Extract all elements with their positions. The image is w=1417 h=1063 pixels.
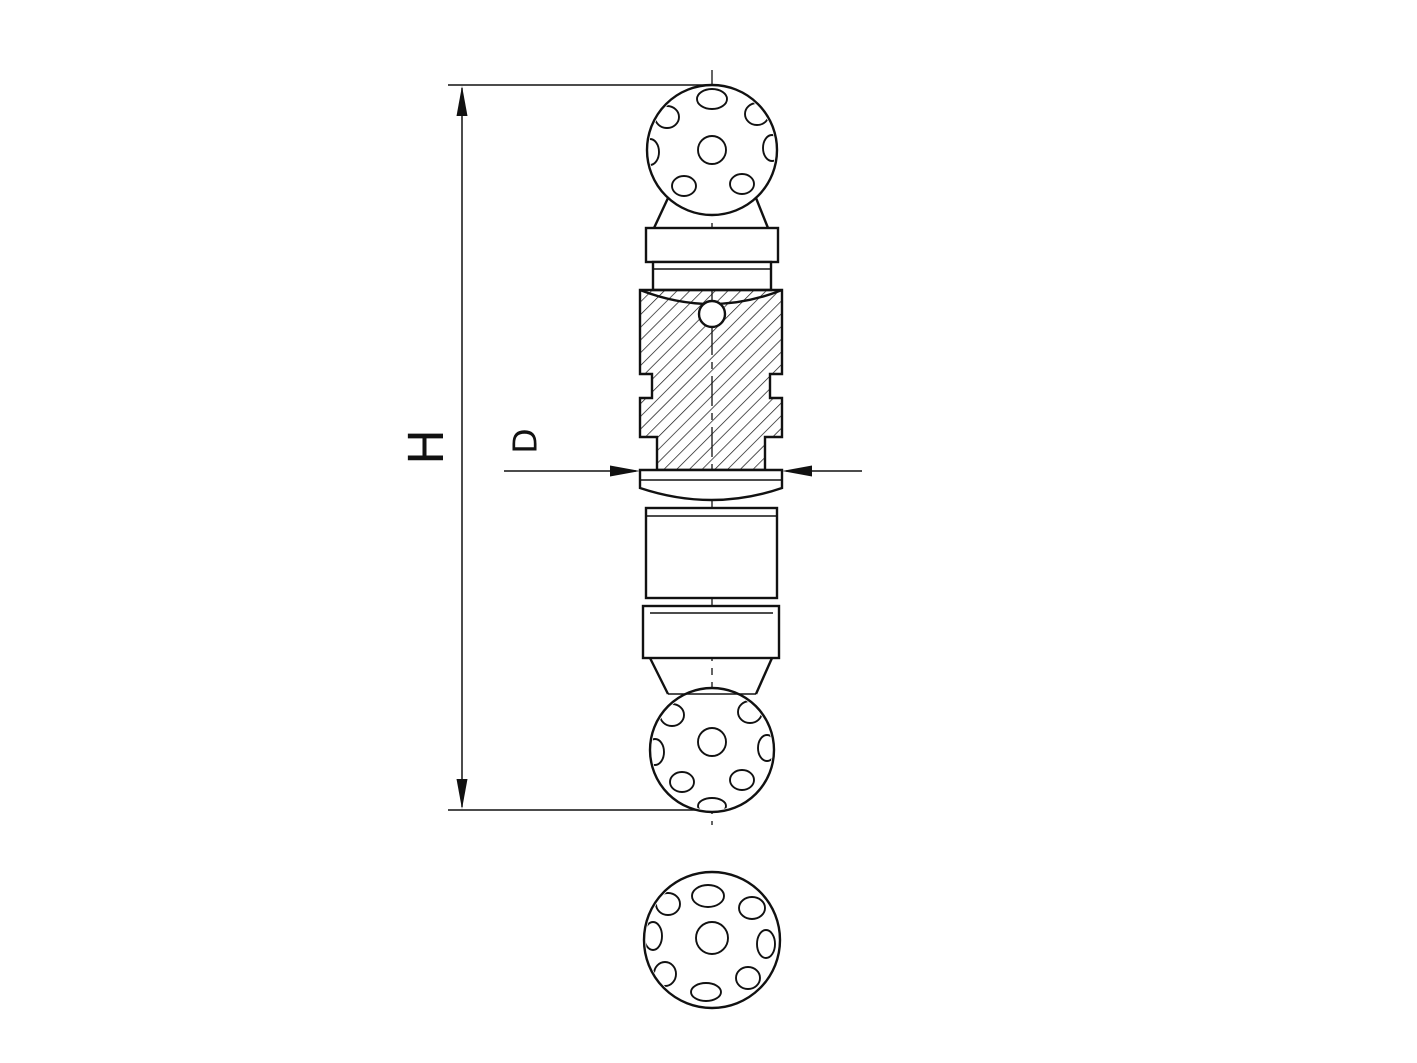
bottom-view-dimples — [646, 884, 776, 1002]
top-ball-knob — [645, 83, 779, 229]
dimple-icon — [669, 771, 695, 793]
dimple-icon — [671, 175, 697, 197]
arrowhead-right-icon — [610, 465, 640, 477]
bottom-view-outline — [642, 870, 782, 1010]
dimple-icon — [690, 982, 722, 1002]
dimple-icon — [762, 134, 775, 162]
dimple-icon — [756, 929, 776, 959]
bottom-neck-taper-right — [754, 657, 774, 695]
arrowhead-down-icon — [456, 779, 468, 809]
arrowhead-left-icon — [782, 465, 812, 477]
diameter-dimension-label: D — [506, 428, 545, 453]
top-neck-taper-left — [652, 197, 670, 229]
lower-body — [641, 506, 781, 695]
dimple-icon — [652, 738, 665, 766]
dimple-icon — [729, 769, 755, 791]
lower-cylinder — [644, 506, 779, 600]
upper-collar-band — [644, 226, 780, 264]
dimple-icon — [691, 884, 725, 908]
arrowhead-up-icon — [456, 86, 468, 116]
upper-collar-step — [651, 260, 773, 292]
detent-ball — [697, 299, 727, 329]
bottom-neck-taper-left — [648, 657, 670, 695]
dimple-icon — [757, 734, 772, 762]
bottom-view — [642, 870, 782, 1010]
diameter-dimension: D — [504, 428, 862, 477]
lower-collar-band — [641, 604, 781, 660]
dimple-icon — [729, 173, 755, 195]
top-neck-taper-right — [754, 197, 770, 229]
bottom-ball-knob — [648, 686, 776, 814]
flange-outline — [638, 468, 784, 502]
dimple-icon — [646, 921, 663, 951]
bottom-ball-outline — [648, 686, 776, 814]
front-section-view — [638, 83, 784, 814]
height-dimension: H — [399, 84, 722, 811]
dimple-icon — [735, 966, 761, 990]
cross-section-body — [638, 288, 784, 472]
dimple-icon — [697, 727, 727, 757]
spherical-washer-flange — [638, 468, 784, 502]
dimple-icon — [696, 88, 728, 110]
dimple-icon — [697, 135, 727, 165]
dimple-icon — [695, 921, 729, 955]
upper-collar — [644, 226, 780, 292]
dimple-icon — [738, 896, 766, 920]
height-dimension-label: H — [399, 429, 455, 465]
dimple-icon — [697, 797, 727, 810]
top-ball-outline — [645, 83, 779, 217]
